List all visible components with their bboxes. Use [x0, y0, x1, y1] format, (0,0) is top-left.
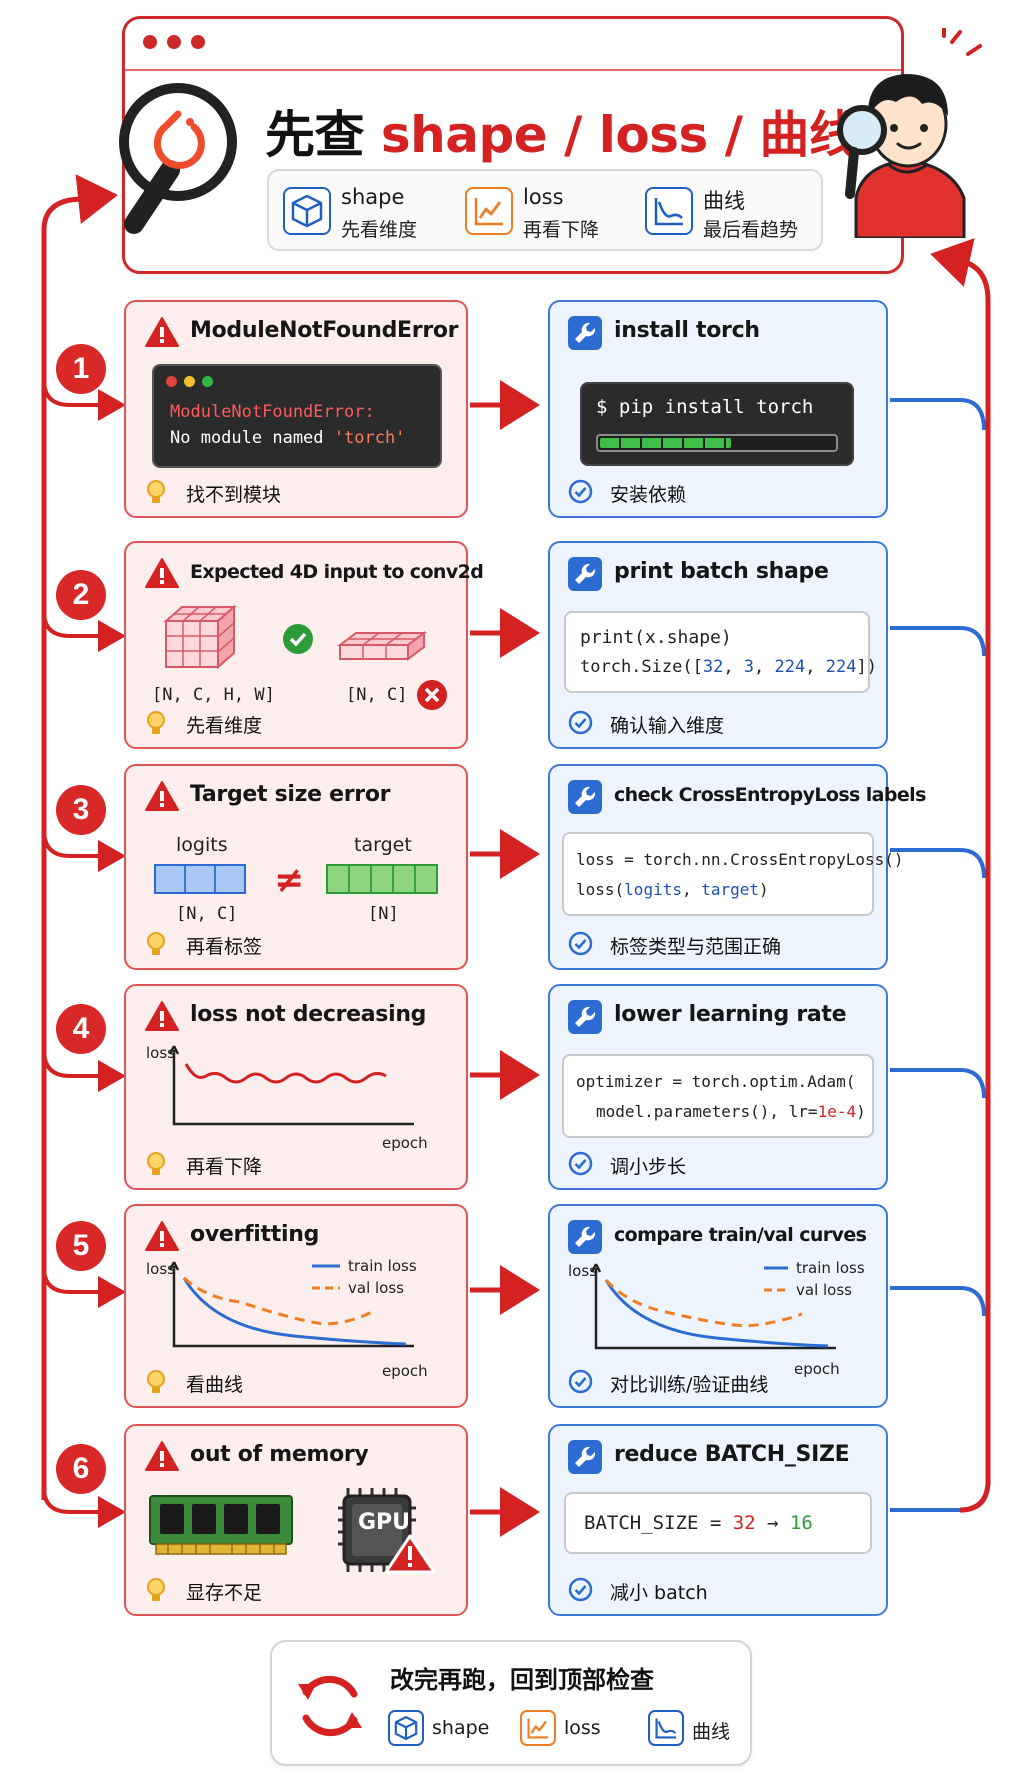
- magnifier-logo-icon: [119, 83, 237, 234]
- lightbulb-icon: [147, 932, 165, 955]
- lightbulb-icon: [147, 1152, 165, 1175]
- curve-chart-icon: [648, 1710, 684, 1746]
- wrench-icon: [568, 557, 602, 591]
- fix-card-3: check CrossEntropyLoss labels loss = tor…: [548, 764, 926, 970]
- check-circle-icon: [568, 931, 593, 956]
- window-controls: [143, 35, 205, 49]
- check-circle-icon: [568, 1369, 593, 1394]
- branch-arrow-5: [42, 1267, 126, 1308]
- line-chart-icon: [465, 187, 513, 235]
- header-window: 先查 shape / loss / 曲线 shape 先看维度 loss 再看下…: [122, 16, 904, 274]
- warning-icon: [145, 1221, 179, 1251]
- tensor-2d-slab-icon: [337, 631, 427, 661]
- check-circle-icon: [568, 1151, 593, 1176]
- wrench-icon: [568, 316, 602, 350]
- blue-link-5: [890, 1286, 986, 1317]
- window-titlebar-divider: [125, 69, 901, 71]
- check-circle-icon: [568, 710, 593, 735]
- warning-icon: [145, 558, 179, 588]
- curve-chart-icon: [645, 187, 693, 235]
- ram-stick-icon: [149, 1495, 293, 1555]
- mascot-detective-icon: [837, 28, 982, 238]
- footer-recheck-card: 改完再跑，回到顶部检查 shape loss 曲线: [270, 1640, 752, 1766]
- gpu-chip-icon: [338, 1488, 436, 1574]
- cube-icon: [388, 1710, 424, 1746]
- refresh-cycle-icon: [298, 1675, 362, 1737]
- line-chart-icon: [520, 1710, 556, 1746]
- step-number-1: 1: [56, 344, 106, 394]
- fix-card-5: compare train/val curves loss epoch trai…: [548, 1204, 888, 1408]
- train-val-compare-chart: [590, 1263, 836, 1350]
- cross-error-icon: [417, 680, 447, 710]
- overfitting-chart: [168, 1261, 414, 1348]
- warning-icon: [145, 1441, 179, 1471]
- fix-card-4: lower learning rate optimizer = torch.op…: [548, 984, 888, 1190]
- error-card-3: Target size error logits [N, C] ≠ target…: [124, 764, 468, 970]
- code-snippet: optimizer = torch.optim.Adam( model.para…: [562, 1054, 874, 1138]
- install-progress-bar: [596, 434, 838, 452]
- page-title: 先查 shape / loss / 曲线: [265, 106, 859, 164]
- check-circle-icon: [568, 1577, 593, 1602]
- blue-link-3: [890, 848, 986, 879]
- warning-icon: [145, 781, 179, 811]
- wrench-icon: [568, 1220, 602, 1254]
- step-number-4: 4: [56, 1004, 106, 1054]
- error-card-2: Expected 4D input to conv2d [N, C, H, W]…: [124, 541, 484, 749]
- error-card-1: ModuleNotFoundError ModuleNotFoundError:…: [124, 300, 468, 518]
- fix-card-2: print batch shape print(x.shape) torch.S…: [548, 541, 888, 749]
- error-terminal: ModuleNotFoundError: No module named 'to…: [152, 364, 442, 468]
- step-number-5: 5: [56, 1221, 106, 1271]
- lightbulb-icon: [147, 1578, 165, 1601]
- right-loop-arrow: [930, 238, 991, 1513]
- loss-plateau-chart: [168, 1045, 414, 1126]
- step-number-6: 6: [56, 1444, 106, 1494]
- code-snippet: loss = torch.nn.CrossEntropyLoss() loss(…: [562, 832, 904, 916]
- error-card-6: out of memory GPU 显存不足: [124, 1424, 468, 1616]
- blue-link-4: [890, 1068, 986, 1099]
- install-terminal: $ pip install torch: [580, 382, 854, 466]
- check-ok-icon: [283, 624, 313, 654]
- tensor-4d-cube-icon: [163, 604, 237, 670]
- wrench-icon: [568, 780, 602, 814]
- blue-link-1: [890, 398, 986, 431]
- target-tensor-icon: [326, 864, 438, 894]
- logits-tensor-icon: [154, 864, 246, 894]
- error-card-5: overfitting loss epoch train loss val lo…: [124, 1204, 468, 1408]
- fix-card-6: reduce BATCH_SIZE BATCH_SIZE = 32 → 16 减…: [548, 1424, 888, 1616]
- step-number-3: 3: [56, 785, 106, 835]
- fix-card-1: install torch $ pip install torch 安装依赖: [548, 300, 888, 518]
- lightbulb-icon: [147, 711, 165, 734]
- code-snippet: print(x.shape) torch.Size([32, 3, 224, 2…: [564, 611, 877, 693]
- wrench-icon: [568, 1440, 602, 1474]
- check-circle-icon: [568, 479, 593, 504]
- blue-link-2: [890, 626, 986, 657]
- code-snippet: BATCH_SIZE = 32 → 16: [564, 1492, 872, 1554]
- lightbulb-icon: [147, 480, 165, 503]
- install-progress-fill: [600, 438, 731, 448]
- wrench-icon: [568, 1000, 602, 1034]
- lightbulb-icon: [147, 1370, 165, 1393]
- warning-icon: [145, 317, 179, 347]
- error-card-4: loss not decreasing loss epoch 再看下降: [124, 984, 468, 1190]
- step-number-2: 2: [56, 570, 106, 620]
- warning-icon: [145, 1001, 179, 1031]
- cube-icon: [283, 187, 331, 235]
- header-legend: shape 先看维度 loss 再看下降 曲线 最后看趋势: [267, 169, 823, 251]
